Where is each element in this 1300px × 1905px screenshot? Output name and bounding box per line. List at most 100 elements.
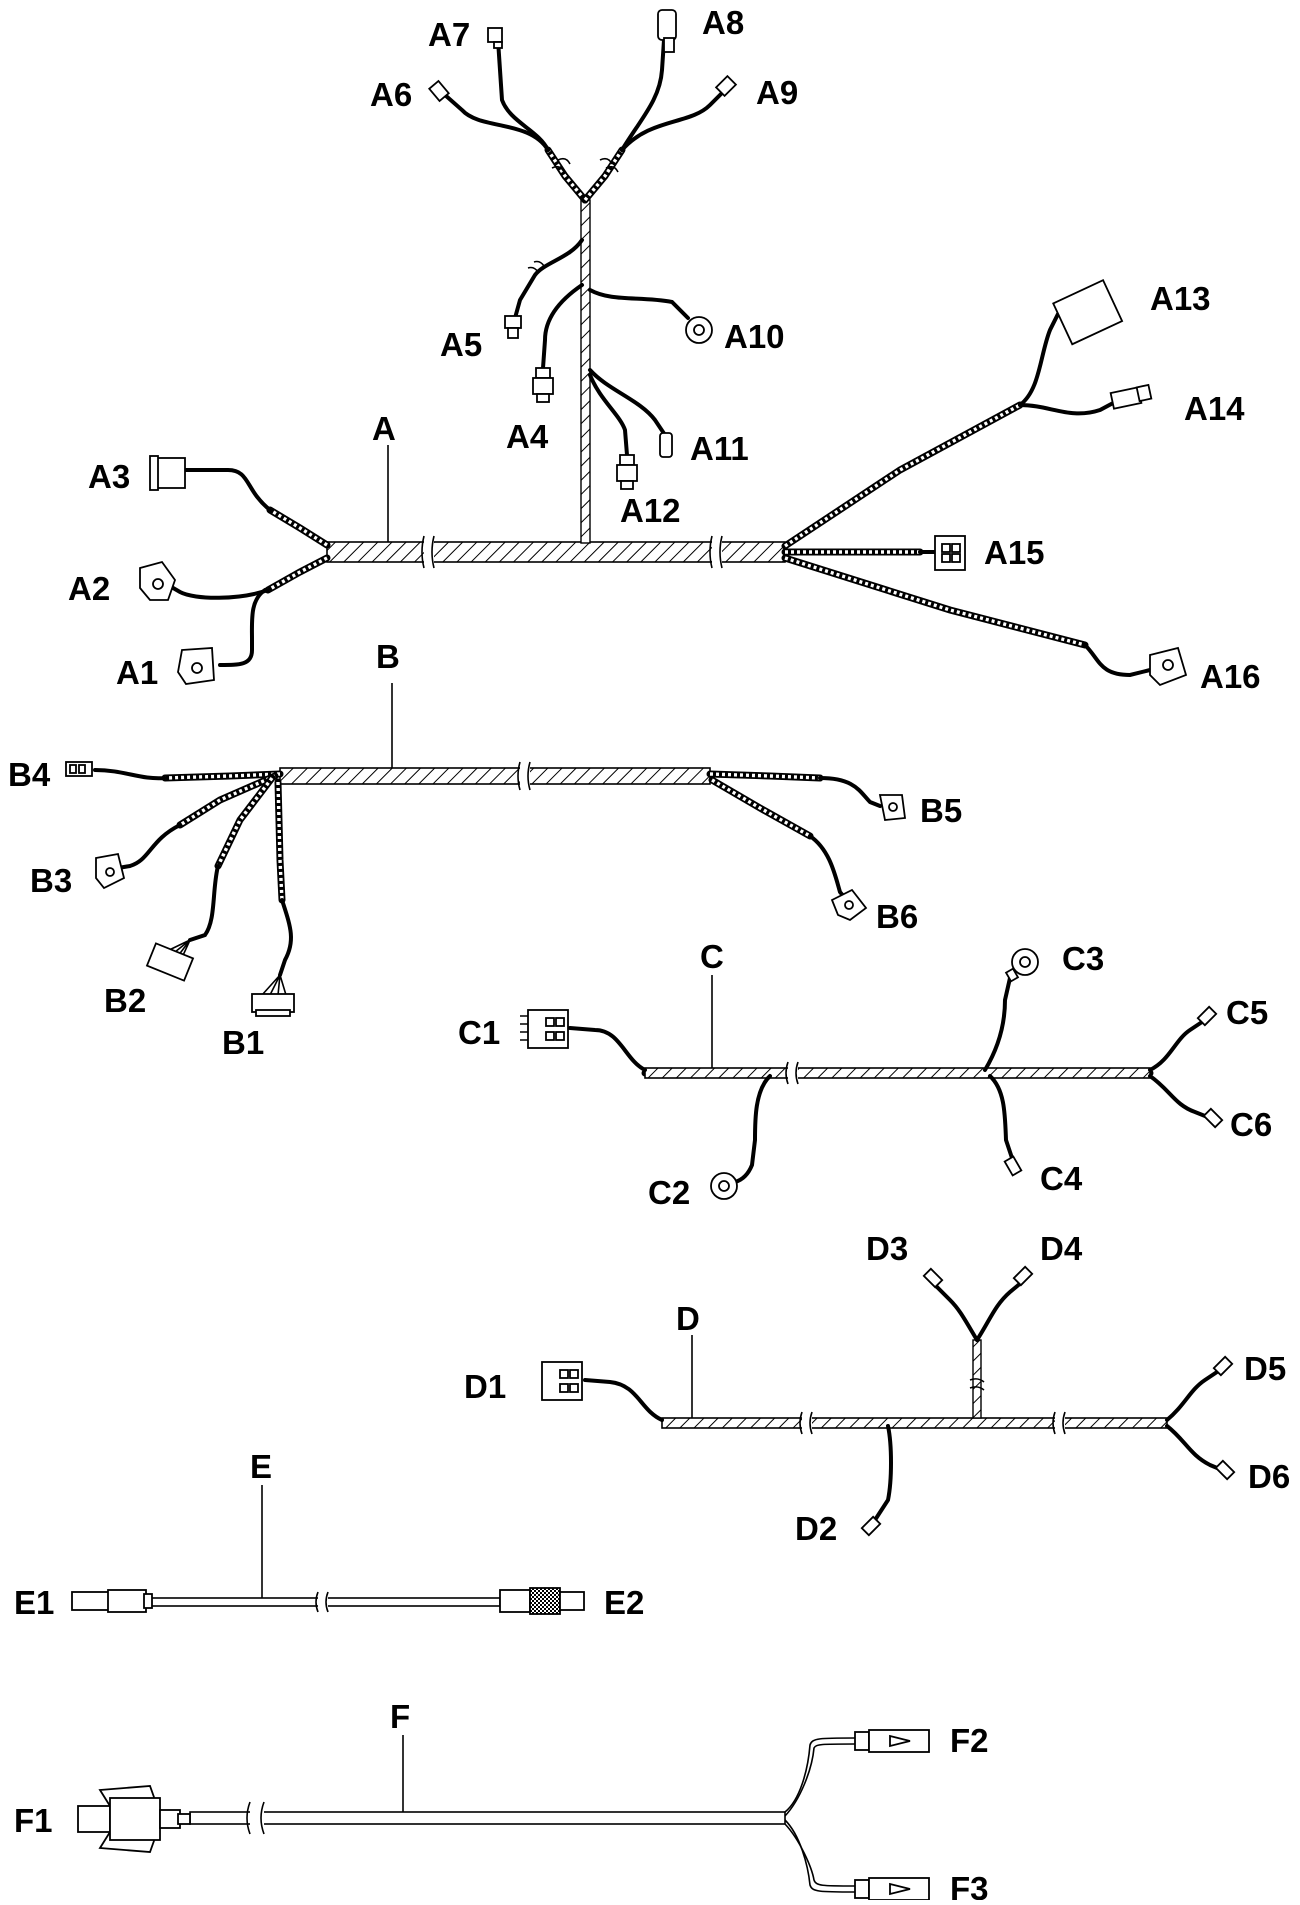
label-a4: A4 [506, 418, 549, 455]
connector-a8[interactable] [657, 9, 677, 53]
label-d: D [676, 1300, 700, 1337]
connector-b1[interactable] [251, 974, 295, 1017]
connector-c4[interactable] [1003, 1155, 1023, 1177]
label-b: B [376, 638, 400, 675]
connector-a1[interactable] [177, 647, 215, 685]
harness-e [71, 1587, 585, 1615]
label-a9: A9 [756, 74, 798, 111]
connector-a15[interactable] [934, 535, 966, 571]
label-e2: E2 [604, 1584, 644, 1621]
label-a14: A14 [1184, 390, 1245, 427]
label-c1: C1 [458, 1014, 500, 1051]
connector-a14[interactable] [1109, 383, 1153, 410]
label-a16: A16 [1200, 658, 1261, 695]
label-a1: A1 [116, 654, 158, 691]
labels: A A1 A2 A3 A4 A5 A6 A7 A8 A9 A10 A11 A12… [8, 4, 1290, 1905]
connector-c6[interactable] [1202, 1107, 1224, 1129]
label-d1: D1 [464, 1368, 506, 1405]
label-c4: C4 [1040, 1160, 1083, 1197]
harness-f [77, 1729, 930, 1901]
harness-a [139, 9, 1188, 687]
connector-c2[interactable] [710, 1172, 738, 1200]
label-a12: A12 [620, 492, 681, 529]
connector-d3[interactable] [922, 1267, 944, 1289]
connector-a5[interactable] [504, 315, 522, 339]
label-a8: A8 [702, 4, 744, 41]
connector-a6[interactable] [427, 79, 451, 103]
label-b6: B6 [876, 898, 918, 935]
label-f1: F1 [14, 1802, 53, 1839]
label-a13: A13 [1150, 280, 1211, 317]
connector-c5[interactable] [1196, 1005, 1218, 1027]
label-d3: D3 [866, 1230, 908, 1267]
connector-a16[interactable] [1149, 646, 1188, 687]
label-a: A [372, 410, 396, 447]
connector-a7[interactable] [487, 27, 503, 49]
label-f3: F3 [950, 1870, 989, 1900]
label-a10: A10 [724, 318, 785, 355]
harness-a-vertical-branch [580, 199, 591, 544]
connector-d5[interactable] [1212, 1355, 1234, 1377]
connector-d1[interactable] [541, 1361, 583, 1401]
connector-e2[interactable] [499, 1587, 585, 1615]
connector-f2[interactable] [854, 1729, 930, 1753]
label-b3: B3 [30, 862, 72, 899]
label-b1: B1 [222, 1024, 264, 1061]
label-d6: D6 [1248, 1458, 1290, 1495]
harness-d-trunk [661, 1417, 1168, 1429]
connector-a4[interactable] [532, 367, 554, 403]
connector-d6[interactable] [1214, 1459, 1236, 1481]
label-a2: A2 [68, 570, 110, 607]
label-d5: D5 [1244, 1350, 1286, 1387]
harness-f-cable [189, 1811, 786, 1825]
harness-c-trunk [644, 1067, 1151, 1079]
connector-a13[interactable] [1052, 279, 1124, 346]
label-c: C [700, 938, 724, 975]
connector-f3[interactable] [854, 1877, 930, 1901]
label-a3: A3 [88, 458, 130, 495]
harness-d [541, 1265, 1236, 1537]
connector-b5[interactable] [878, 794, 907, 821]
leader-lines [261, 445, 713, 1812]
label-c2: C2 [648, 1174, 690, 1211]
connector-a3[interactable] [149, 455, 186, 491]
connector-a2[interactable] [139, 560, 177, 601]
connector-a10[interactable] [685, 316, 713, 344]
connector-b4[interactable] [65, 761, 93, 777]
label-c6: C6 [1230, 1106, 1272, 1143]
label-d4: D4 [1040, 1230, 1083, 1267]
connector-b2[interactable] [145, 939, 195, 982]
label-b5: B5 [920, 792, 962, 829]
connector-b3[interactable] [95, 852, 126, 890]
connector-e1[interactable] [71, 1589, 153, 1613]
connector-d2[interactable] [860, 1515, 882, 1537]
label-a7: A7 [428, 16, 470, 53]
break-mark [421, 535, 723, 569]
connector-a11[interactable] [659, 432, 673, 458]
label-a11: A11 [690, 430, 749, 467]
label-e1: E1 [14, 1584, 54, 1621]
label-a6: A6 [370, 76, 412, 113]
harness-b [65, 761, 907, 1017]
harness-c [520, 948, 1224, 1200]
label-c3: C3 [1062, 940, 1104, 977]
connector-a9[interactable] [714, 74, 738, 98]
harness-b-trunk [279, 767, 711, 785]
connector-c3[interactable] [1004, 948, 1039, 983]
connector-c1[interactable] [520, 1009, 569, 1049]
label-d2: D2 [795, 1510, 837, 1547]
label-b4: B4 [8, 756, 51, 793]
label-a15: A15 [984, 534, 1045, 571]
label-f2: F2 [950, 1722, 989, 1759]
connector-a12[interactable] [616, 454, 638, 490]
label-a5: A5 [440, 326, 482, 363]
connector-b6[interactable] [830, 888, 868, 922]
label-f: F [390, 1698, 410, 1735]
connector-d4[interactable] [1012, 1265, 1034, 1287]
connector-f1[interactable] [77, 1785, 191, 1853]
label-e: E [250, 1448, 272, 1485]
label-b2: B2 [104, 982, 146, 1019]
label-c5: C5 [1226, 994, 1268, 1031]
